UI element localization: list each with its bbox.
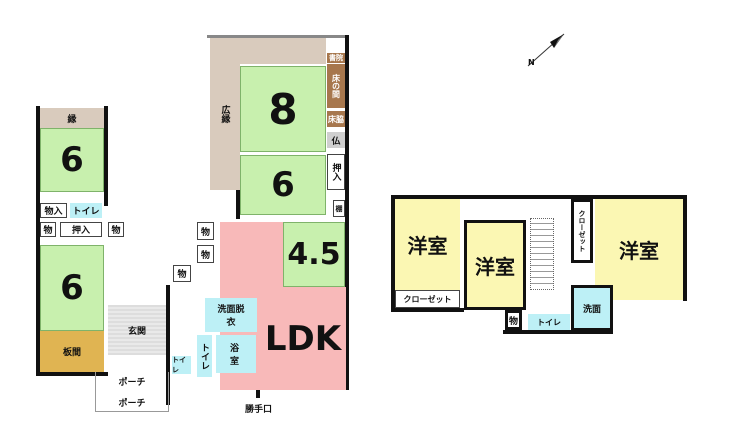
closet: 押入	[60, 222, 102, 237]
entrance: 玄関	[108, 305, 166, 355]
porch-label: ポーチ	[118, 377, 146, 388]
butsudan: 仏	[327, 132, 345, 148]
tatami-room-6-center: 6	[240, 155, 326, 215]
western-room-right: 洋室	[595, 199, 683, 300]
washroom: 洗面	[571, 285, 613, 331]
toilet: トイレ	[172, 356, 191, 374]
porch: ポーチ ポーチ	[95, 372, 169, 412]
compass-label: N	[528, 58, 535, 67]
tatami-room-8: 8	[240, 66, 326, 152]
ldk: LDK	[260, 287, 346, 390]
storage: 物	[108, 222, 124, 237]
toilet: トイレ	[528, 314, 570, 330]
porch-label: ポーチ	[118, 398, 146, 409]
tatami-room-6-top: 6	[40, 128, 104, 192]
wall	[36, 372, 108, 376]
closet: クローゼット	[571, 199, 593, 263]
toilet: トイレ	[70, 203, 102, 218]
wall	[207, 35, 347, 38]
closet-label: クローゼット	[578, 210, 586, 252]
storage: 物入	[40, 203, 67, 218]
shoin: 書院	[327, 53, 345, 63]
storage: 物	[505, 310, 522, 330]
storage: 物	[40, 222, 56, 237]
washroom: 洗面脱衣	[205, 298, 257, 332]
engawa: 縁	[40, 108, 104, 128]
wide-veranda-top	[240, 38, 326, 64]
western-room-middle: 洋室	[464, 220, 526, 310]
storage: 物	[173, 265, 191, 282]
wall	[391, 308, 464, 312]
tokonoma-label: 床の間	[331, 74, 341, 98]
staircase	[530, 218, 554, 290]
tokonoma: 床の間	[327, 64, 345, 108]
bathroom: 浴室	[216, 335, 256, 373]
wall	[104, 106, 108, 206]
back-door-label: 勝手口	[245, 405, 273, 415]
tatami-room-6-bottom: 6	[40, 245, 104, 331]
wall	[36, 106, 40, 376]
tokowaki: 床脇	[327, 111, 345, 127]
north-arrow-icon	[527, 33, 565, 67]
storage: 物	[197, 222, 214, 240]
wall	[166, 285, 170, 405]
western-room-left: 洋室	[395, 199, 460, 290]
closet: クローゼット	[395, 290, 460, 308]
compass: N	[520, 28, 570, 73]
wall	[503, 330, 613, 334]
wall	[345, 35, 349, 390]
wall	[683, 195, 687, 301]
shelf: 棚	[333, 200, 345, 217]
closet: 押入	[327, 154, 345, 190]
toilet-label: トイレ	[199, 342, 209, 370]
tatami-room-4-5: 4.5	[283, 222, 345, 287]
storage: 物	[197, 245, 214, 263]
wall	[391, 195, 395, 312]
wooden-floor-room: 板間	[40, 331, 104, 372]
wide-veranda: 広縁	[210, 38, 240, 190]
closet-label: 押入	[330, 163, 341, 181]
wide-veranda-label: 広縁	[219, 105, 230, 123]
wall	[391, 195, 687, 199]
toilet: トイレ	[197, 335, 212, 377]
